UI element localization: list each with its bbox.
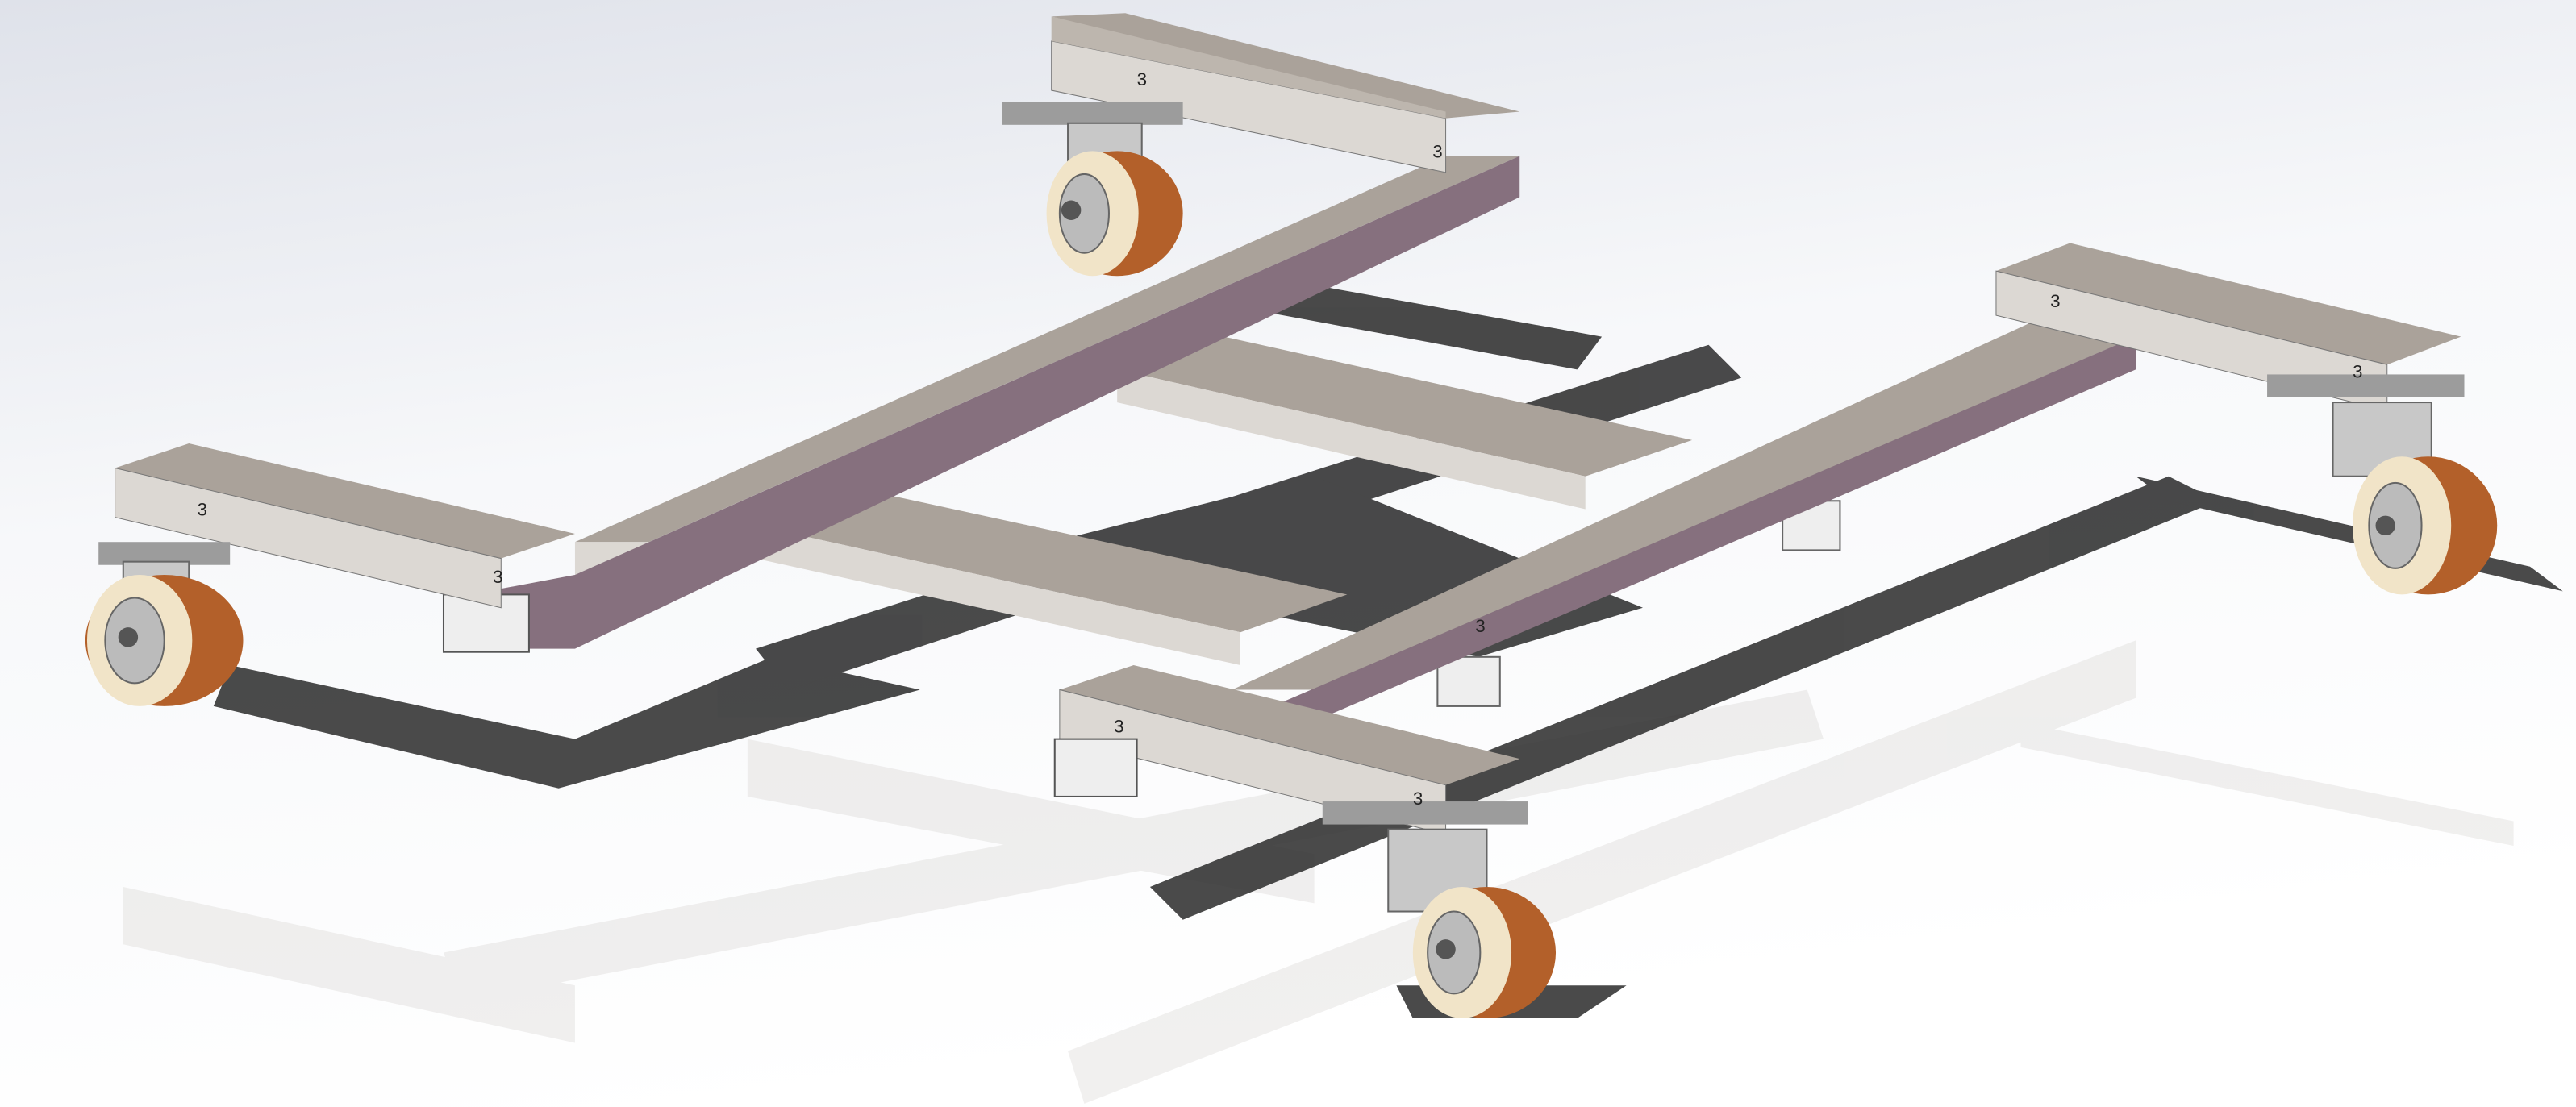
weld-label: 3	[2353, 362, 2362, 382]
weld-symbols: 3 3 3 3 3 3 3 3 3	[197, 69, 2362, 809]
crossbar-top	[1051, 13, 1520, 173]
weld-label: 3	[493, 567, 502, 587]
caster-top	[1002, 102, 1183, 277]
inner-crossbar-back	[1117, 336, 1841, 551]
caster-right	[2267, 374, 2498, 595]
caster-bottom	[1322, 801, 1557, 1018]
weld-label: 3	[1475, 616, 1485, 636]
inner-crossbar-front	[756, 489, 1501, 707]
weld-label: 3	[1413, 789, 1423, 809]
long-beam-b	[1232, 312, 2136, 743]
crossbar-left	[115, 443, 575, 609]
weld-label: 3	[2050, 291, 2060, 311]
caster-left	[85, 542, 244, 706]
weld-label: 3	[1432, 142, 1442, 162]
weld-label: 3	[197, 500, 206, 520]
long-beam-a	[442, 156, 1520, 653]
weld-label: 3	[1137, 69, 1147, 89]
crossbar-bottom	[1053, 664, 1520, 835]
weld-label: 3	[1114, 717, 1123, 737]
